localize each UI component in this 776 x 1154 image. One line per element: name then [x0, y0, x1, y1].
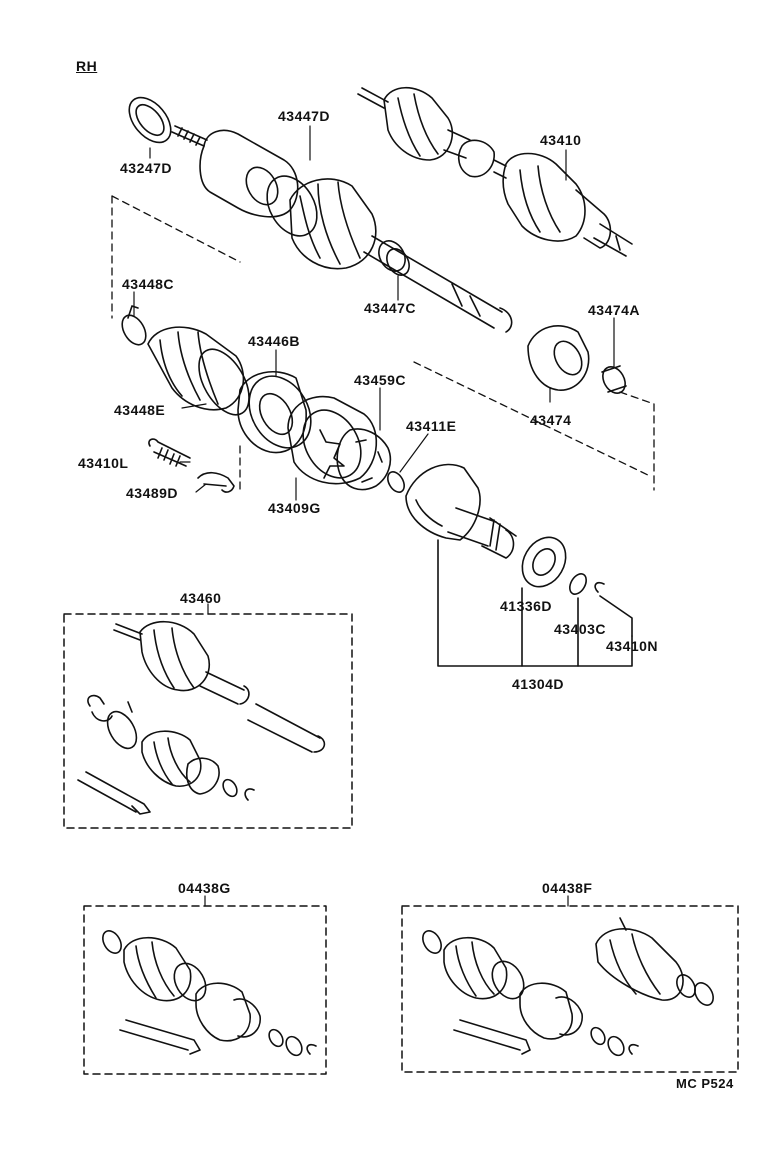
part-label-41336D: 41336D: [500, 598, 553, 614]
part-label-43448C: 43448C: [122, 276, 175, 292]
part-label-43411E: 43411E: [406, 418, 457, 434]
part-label-43410: 43410: [540, 132, 582, 148]
seal-ring-43247D: [128, 96, 172, 144]
part-label-43410L: 43410L: [78, 455, 129, 471]
leader-lines: [133, 125, 615, 501]
part-label-43448E: 43448E: [114, 402, 166, 418]
part-label-41304D: 41304D: [512, 676, 565, 692]
part-label-04438G: 04438G: [178, 880, 231, 896]
part-label-43474A: 43474A: [588, 302, 641, 318]
part-label-43403C: 43403C: [554, 621, 607, 637]
part-label-04438F: 04438F: [542, 880, 593, 896]
part-label-43489D: 43489D: [126, 485, 179, 501]
box-43460: [63, 603, 353, 829]
part-label-43247D: 43247D: [120, 160, 173, 176]
part-label-43447D: 43447D: [278, 108, 331, 124]
inner-joint-parts: [121, 305, 405, 493]
box-04438F: [401, 895, 739, 1073]
complete-shaft-43410: [357, 86, 633, 257]
intermediate-shaft-41304D: [405, 463, 633, 667]
part-label-43459C: 43459C: [354, 372, 407, 388]
part-label-43409G: 43409G: [268, 500, 321, 516]
box-04438G: [83, 895, 327, 1075]
bearing-43474: [527, 325, 627, 394]
part-label-43474: 43474: [530, 412, 572, 428]
part-label-43447C: 43447C: [364, 300, 417, 316]
part-label-43460: 43460: [180, 590, 222, 606]
seal-41336D: [521, 536, 605, 595]
side-label: RH: [76, 58, 98, 74]
group-boundary-dashed: [111, 195, 655, 493]
main-drive-shaft: [171, 125, 513, 333]
part-label-43410N: 43410N: [606, 638, 659, 654]
footer-code: MC P524: [676, 1076, 734, 1091]
part-label-43446B: 43446B: [248, 333, 301, 349]
